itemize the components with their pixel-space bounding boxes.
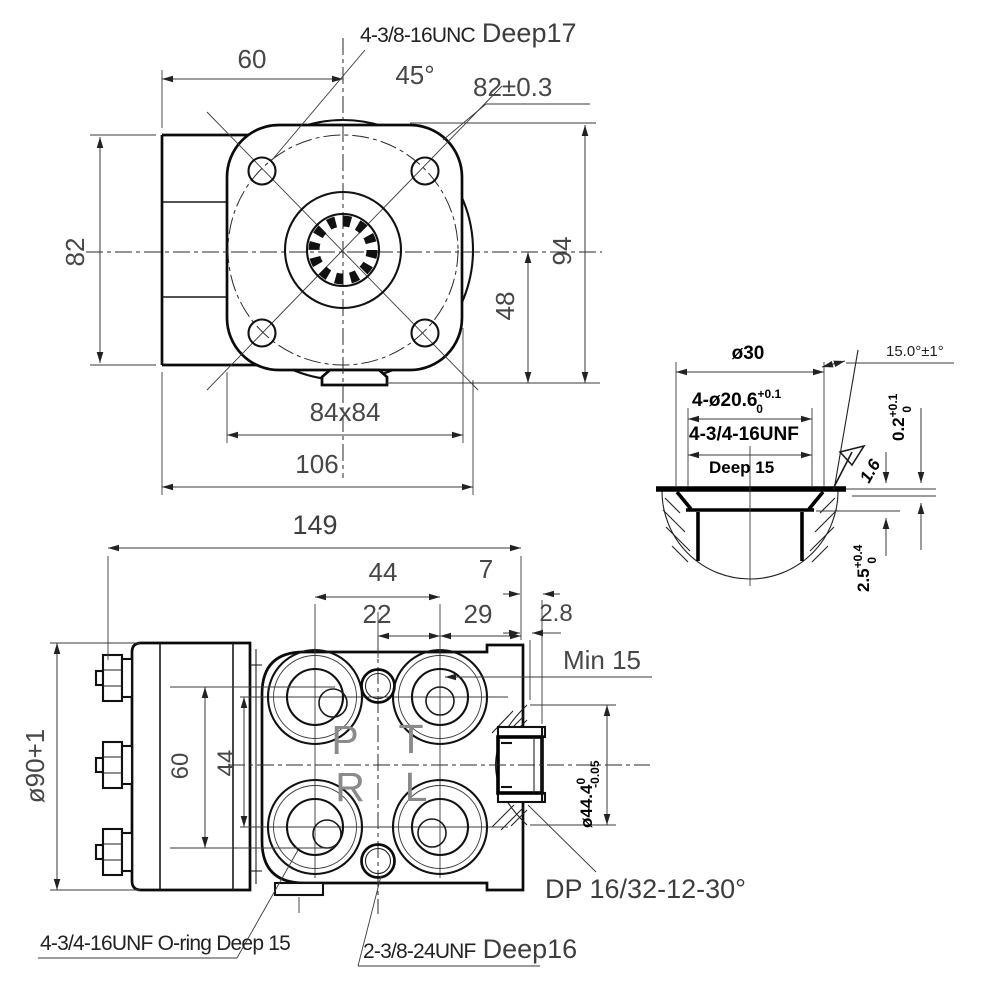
oring-callout-label: 4-3/4-16UNF O-ring Deep 15 [40, 932, 290, 955]
oring-callout-leader [236, 849, 299, 959]
dim-dia-44-4: ø44.40-0.05 [574, 760, 602, 828]
side-view: P T R L 149 44 7 [20, 510, 746, 967]
diagonal-centerline-2 [206, 85, 503, 391]
dim-thread: 4-3/4-16UNF [689, 424, 799, 445]
dim-60: 60 [238, 44, 267, 74]
adapter-collar [250, 649, 262, 884]
dim-thread-depth: Deep 15 [709, 458, 774, 477]
hex-bolt-2 [94, 740, 134, 790]
dim-48: 48 [490, 292, 520, 321]
dim-roughness: 1.6 [856, 456, 885, 486]
dim-seat-angle: 15.0°±1° [886, 343, 944, 360]
bolt-circle [227, 134, 459, 366]
dim-bolt-spacing: 82±0.3 [473, 72, 552, 102]
housing-boss [273, 881, 325, 897]
hatching-left [662, 497, 691, 563]
dim-7: 7 [479, 554, 493, 584]
dim-94: 94 [547, 237, 577, 266]
hatching-right [809, 497, 838, 563]
port-l [391, 778, 489, 876]
dim-82: 82 [60, 238, 90, 267]
dim-step-height: 0.2+0.10 [886, 393, 914, 441]
port-r [266, 778, 364, 876]
seat-angle-line [833, 349, 859, 491]
dim-60-side: 60 [167, 753, 194, 780]
small-port-bottom [360, 843, 396, 879]
small-port-callout-leader [357, 875, 382, 967]
dim-149: 149 [292, 510, 337, 540]
port-label-t: T [398, 716, 423, 762]
dim-22: 22 [363, 599, 392, 629]
bottom-boss [320, 368, 389, 387]
spline-bore [283, 190, 403, 310]
bolt-callout-leader [271, 49, 366, 161]
dim-106: 106 [295, 449, 338, 479]
hex-bolt-3 [94, 827, 134, 877]
bolt-spacing-leader [442, 103, 487, 141]
dim-29: 29 [464, 599, 493, 629]
port-label-r: R [335, 764, 365, 810]
dim-min-15: Min 15 [563, 645, 641, 675]
spline-spec-label: DP 16/32-12-30° [545, 874, 746, 904]
small-port-top [360, 668, 396, 704]
dim-2-8: 2.8 [539, 600, 572, 627]
dim-dia-30: ø30 [732, 343, 765, 364]
dim-44-side: 44 [213, 750, 240, 777]
valve-housing-outline [260, 643, 525, 892]
motor-section-outline [130, 641, 252, 892]
dim-44-top: 44 [369, 557, 398, 587]
port-p [266, 648, 364, 746]
spline-callout-leader [527, 804, 597, 873]
dim-angle-45: 45° [395, 60, 434, 90]
bolt-holes [247, 156, 440, 348]
port-label-l: L [405, 764, 428, 810]
dim-84x84: 84x84 [310, 397, 381, 427]
dim-dia-90: ø90+1 [20, 729, 50, 803]
dim-seat-depth: 2.5+0.40 [851, 544, 879, 592]
port-label-p: P [331, 717, 358, 763]
hex-bolt-1 [94, 653, 134, 703]
surface-roughness-icon [832, 444, 866, 490]
